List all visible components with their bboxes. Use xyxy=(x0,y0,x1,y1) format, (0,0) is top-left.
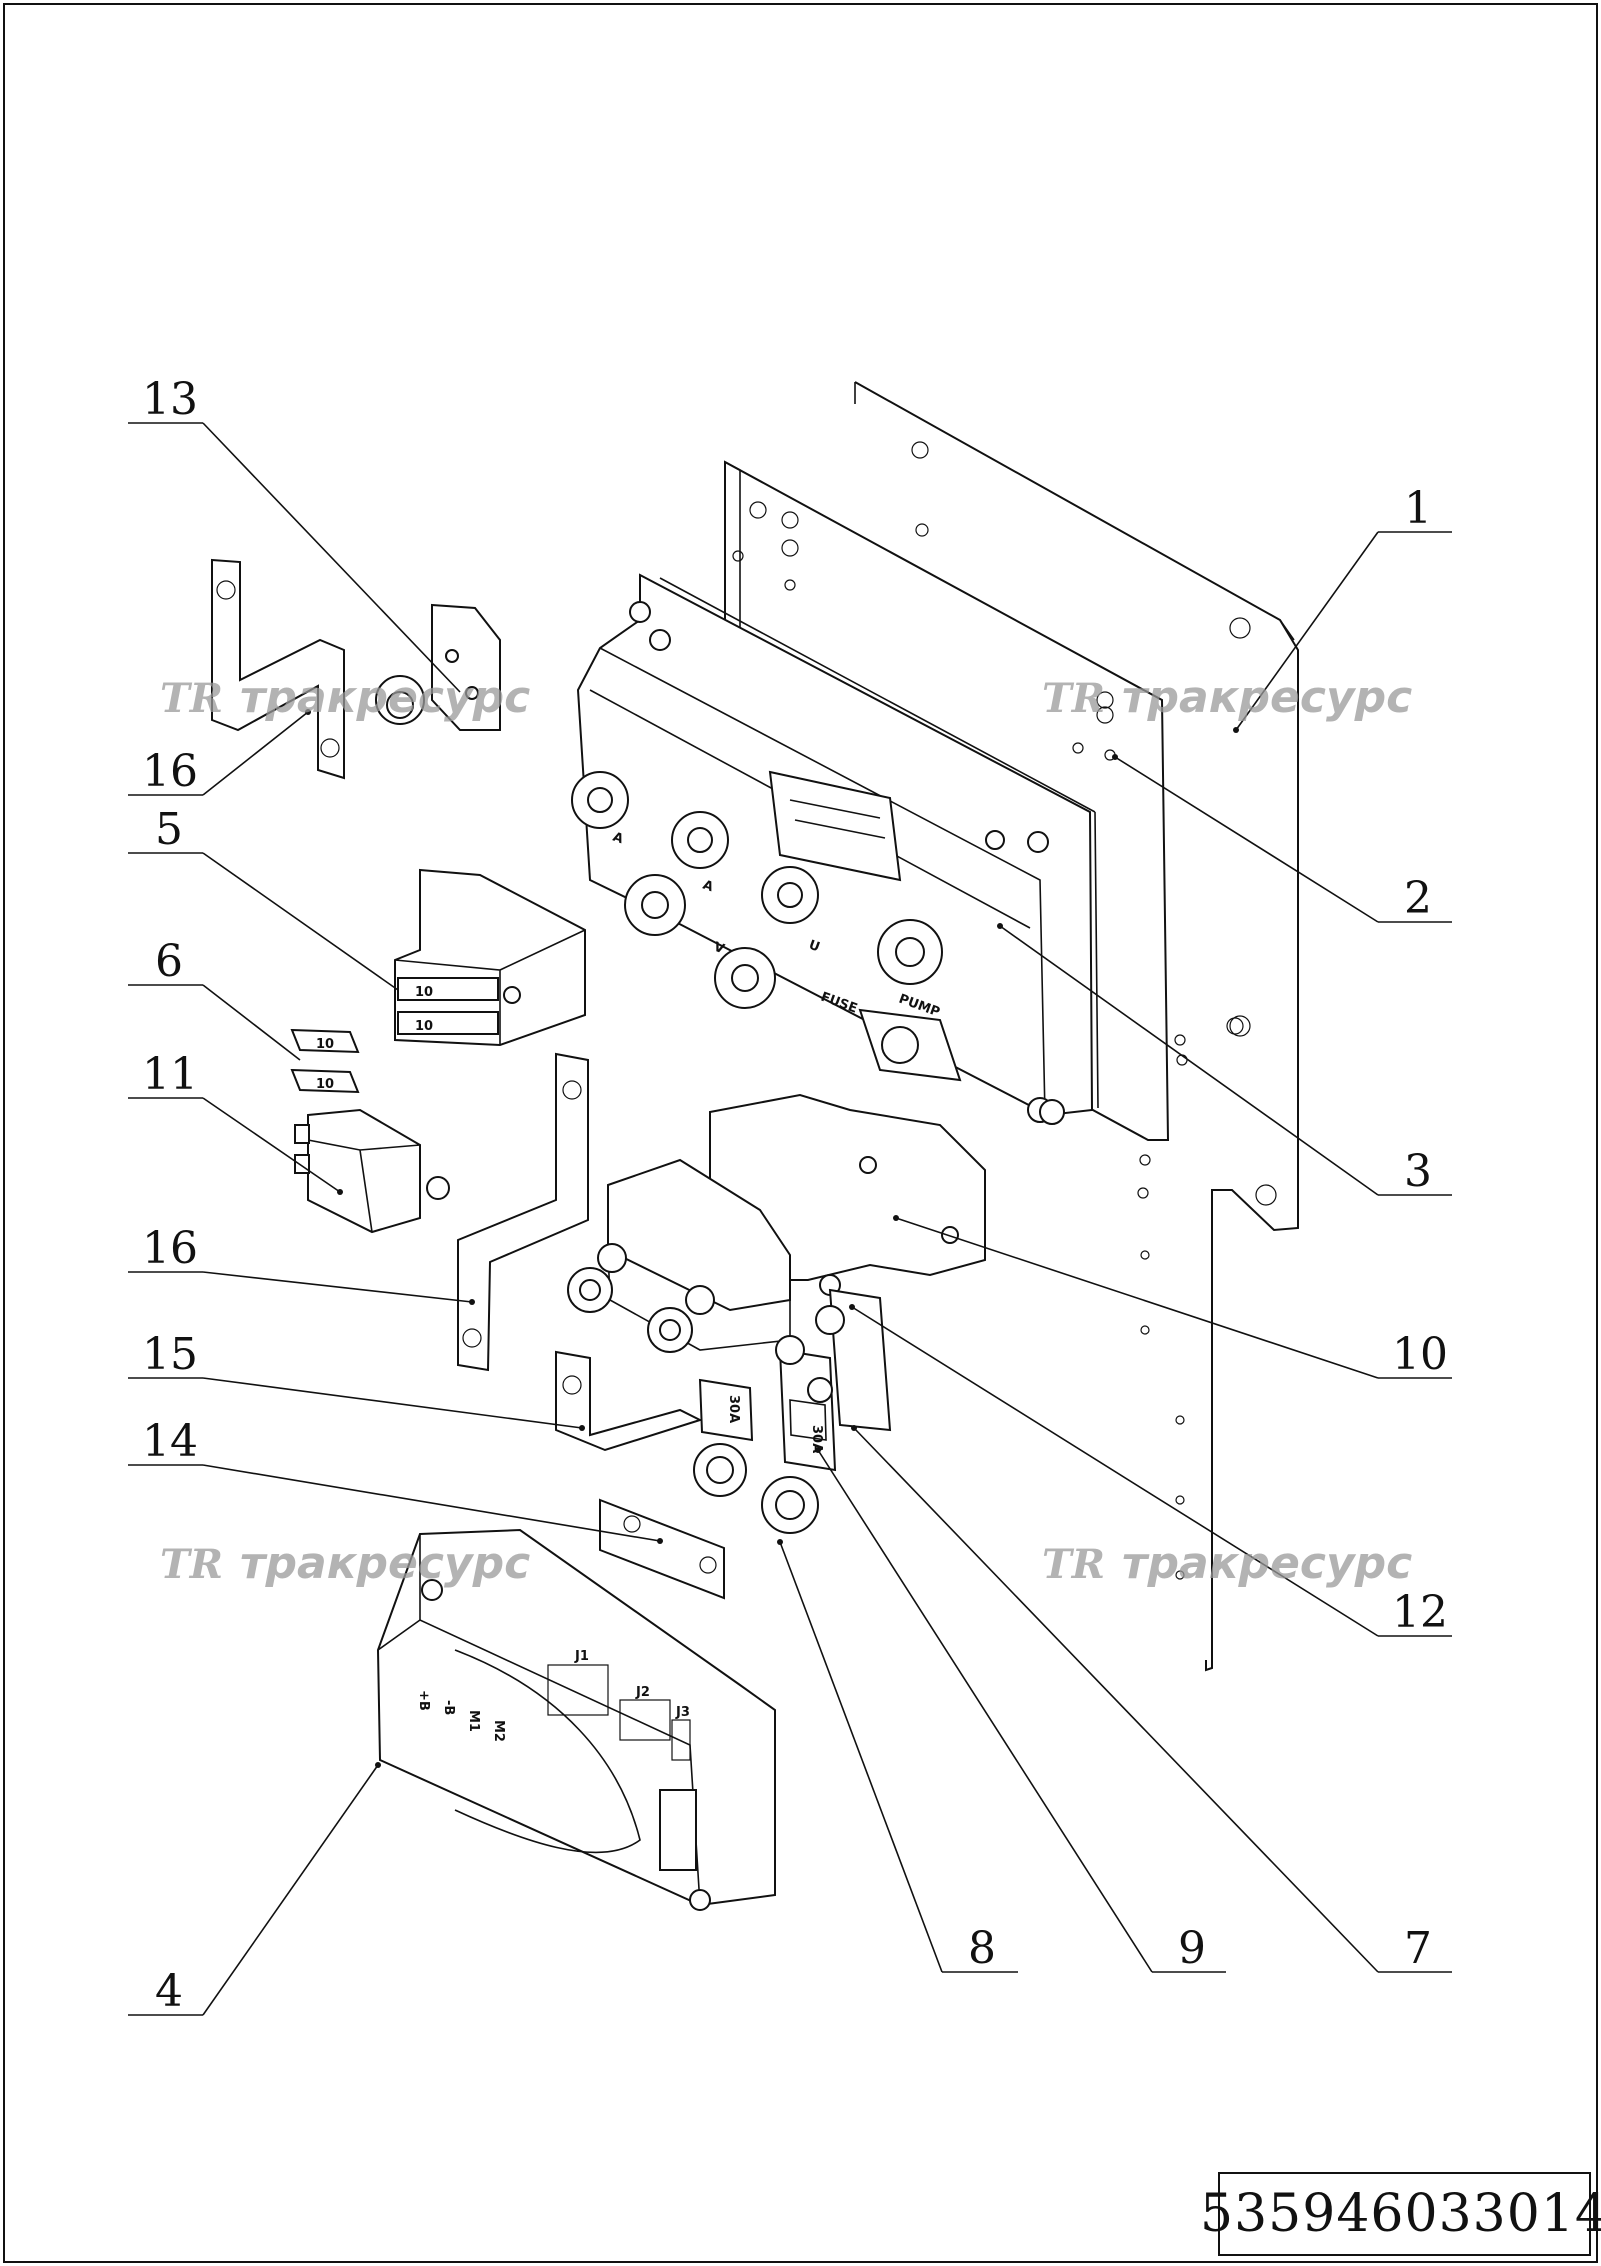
callout-10: 10 xyxy=(1392,1329,1448,1380)
watermark-top-left: TR тракресурс xyxy=(160,672,530,723)
callout-6: 6 xyxy=(155,936,183,987)
watermark-bottom-right: TR тракресурс xyxy=(1042,1538,1412,1589)
callout-11: 11 xyxy=(142,1049,198,1100)
strip-fuse-label-2: 30A xyxy=(809,1425,824,1453)
watermark-logo: TR xyxy=(1042,1541,1105,1588)
watermark-logo: TR xyxy=(160,1541,223,1588)
callout-13: 13 xyxy=(142,374,198,425)
port-j1-label: J1 xyxy=(574,1649,589,1664)
watermark-text: тракресурс xyxy=(1122,1538,1412,1589)
pin-m2-label: M2 xyxy=(491,1720,506,1742)
blade-fuse-label-1: 10 xyxy=(316,1037,334,1052)
part-13-key-switch xyxy=(375,603,501,731)
callout-numbers: 13 16 5 6 11 16 15 14 4 1 2 3 10 12 7 9 … xyxy=(142,374,1448,2017)
part-7-strip-fuse: 30A xyxy=(778,1348,837,1472)
port-j2-label: J2 xyxy=(635,1685,650,1700)
callout-9: 9 xyxy=(1178,1923,1206,1974)
watermarks: TR тракресурс TR тракресурс TR тракресур… xyxy=(160,672,1412,1589)
terminal-a1-label: A xyxy=(611,830,626,848)
part-8-nut-washer xyxy=(693,1443,819,1534)
watermark-logo: TR xyxy=(1042,675,1105,722)
strip-fuse-label-1: 30A xyxy=(726,1395,741,1423)
part-3-motor-controller: A A U V PUMP FUSE xyxy=(571,573,1099,1125)
part-10-contactor xyxy=(567,1093,986,1353)
part-12-fuse-base xyxy=(815,1288,892,1432)
pin-b-plus-label: +B xyxy=(416,1690,431,1711)
part-number-box: 535946033014 xyxy=(1200,2172,1601,2256)
callout-2: 2 xyxy=(1404,873,1432,924)
sheet-frame xyxy=(3,3,1598,2263)
part-9-strip-fuse: 30A xyxy=(698,1335,833,1442)
watermark-bottom-left: TR тракресурс xyxy=(160,1538,530,1589)
fuse-holder-label-2: 10 xyxy=(415,1019,433,1034)
watermark-top-right: TR тракресурс xyxy=(1042,672,1412,723)
pin-b-minus-label: -B xyxy=(441,1700,456,1715)
terminal-a2-label: A xyxy=(701,878,716,896)
part-11-relay xyxy=(294,1108,450,1234)
callout-5: 5 xyxy=(155,804,183,855)
watermark-text: тракресурс xyxy=(1122,672,1412,723)
callout-8: 8 xyxy=(968,1923,996,1974)
part-5-fuse-holder: 10 10 xyxy=(394,868,586,1047)
callout-12: 12 xyxy=(1392,1587,1448,1638)
port-j3-label: J3 xyxy=(675,1705,690,1720)
callout-16-lower: 16 xyxy=(142,1223,198,1274)
callout-14: 14 xyxy=(142,1416,198,1467)
callout-4: 4 xyxy=(155,1966,183,2017)
part-14-busbar xyxy=(599,1498,725,1600)
part-15-bracket xyxy=(555,1350,703,1452)
callout-3: 3 xyxy=(1404,1146,1432,1197)
watermark-text: тракресурс xyxy=(240,1538,530,1589)
part-6-blade-fuses: 10 10 xyxy=(290,1028,360,1094)
fuse-holder-label-1: 10 xyxy=(415,985,433,1000)
blade-fuse-label-2: 10 xyxy=(316,1077,334,1092)
callout-7: 7 xyxy=(1404,1923,1432,1974)
callout-15: 15 xyxy=(142,1329,198,1380)
callout-16-upper: 16 xyxy=(142,746,198,797)
terminal-u-label: U xyxy=(807,938,822,956)
pin-m1-label: M1 xyxy=(466,1710,481,1732)
callout-1: 1 xyxy=(1404,483,1432,534)
part-4-secondary-controller: +B -B M1 M2 J1 J2 J3 xyxy=(376,1528,776,1911)
watermark-logo: TR xyxy=(160,675,223,722)
callout-leaders xyxy=(128,422,1452,2016)
watermark-text: тракресурс xyxy=(240,672,530,723)
part-16-lower-bracket xyxy=(457,1052,589,1372)
terminal-v-label: V xyxy=(712,940,727,958)
part-16-upper-bracket xyxy=(211,558,345,780)
